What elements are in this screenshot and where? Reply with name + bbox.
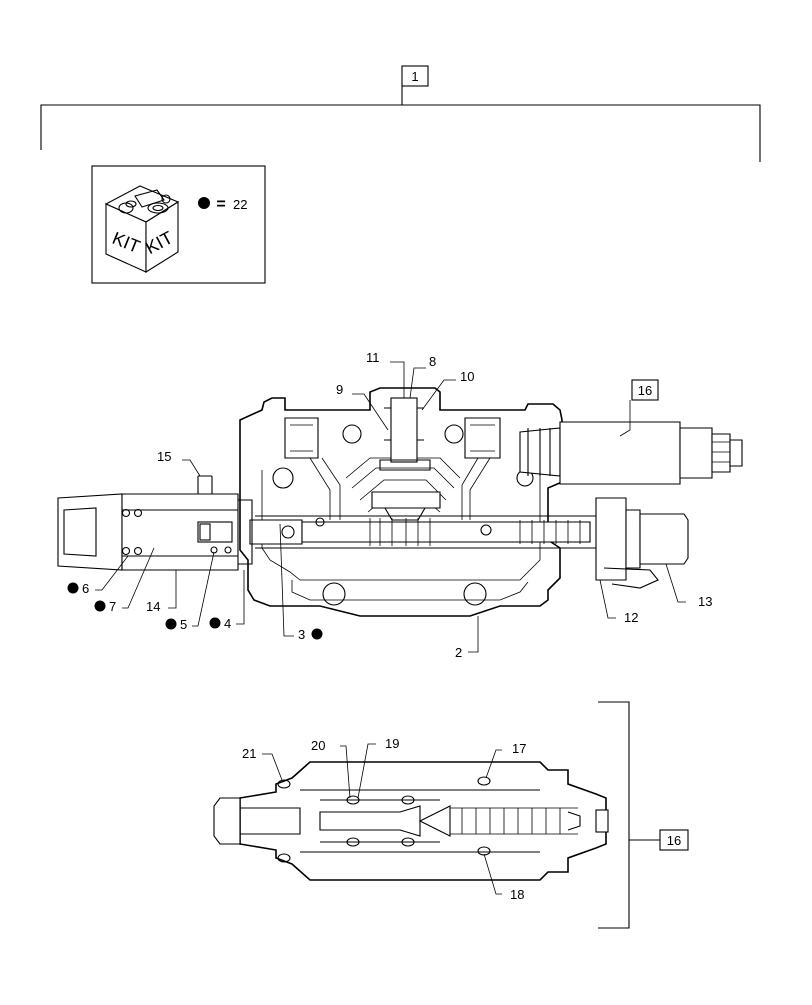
callout-12: 12 xyxy=(624,610,638,625)
kit-item-dots xyxy=(67,582,323,640)
callout-10: 10 xyxy=(460,369,474,384)
callout-5: 5 xyxy=(180,617,187,632)
kit-dot-icon xyxy=(94,600,106,612)
callout-2: 2 xyxy=(455,645,462,660)
kit-dot-icon xyxy=(67,582,79,594)
callout-16-top-box xyxy=(631,379,659,401)
callout-15: 15 xyxy=(157,449,171,464)
callout-11: 11 xyxy=(366,350,380,365)
callout-13: 13 xyxy=(698,594,712,609)
kit-legend-box: KIT KIT = 22 xyxy=(91,165,266,284)
kit-legend-equals: = xyxy=(216,196,225,213)
kit-legend-dot-icon xyxy=(198,197,210,209)
callout-3: 3 xyxy=(298,627,305,642)
callout-16-top: 16 xyxy=(638,383,652,398)
kit-legend-ref: 22 xyxy=(233,197,247,212)
cartridge-leaders xyxy=(262,743,502,895)
callout-18: 18 xyxy=(510,887,524,902)
callout-7: 7 xyxy=(109,599,116,614)
callout-20: 20 xyxy=(311,738,325,753)
callout-19: 19 xyxy=(385,736,399,751)
callout-4: 4 xyxy=(224,616,231,631)
main-leaders xyxy=(95,361,686,653)
kit-dot-icon xyxy=(209,617,221,629)
callout-6: 6 xyxy=(82,581,89,596)
cartridge-bracket xyxy=(598,701,689,929)
kit-cube-icon xyxy=(104,185,180,273)
callout-21: 21 xyxy=(242,746,256,761)
callout-16-bottom: 16 xyxy=(667,833,681,848)
callout-14: 14 xyxy=(146,599,160,614)
assembly-bracket xyxy=(40,65,761,162)
callout-1: 1 xyxy=(411,69,418,84)
kit-dot-icon xyxy=(311,628,323,640)
callout-17: 17 xyxy=(512,741,526,756)
callout-9: 9 xyxy=(336,382,343,397)
valve-section-drawing xyxy=(57,387,743,617)
cartridge-detail-drawing xyxy=(213,761,609,881)
callout-8: 8 xyxy=(429,354,436,369)
kit-dot-icon xyxy=(165,618,177,630)
